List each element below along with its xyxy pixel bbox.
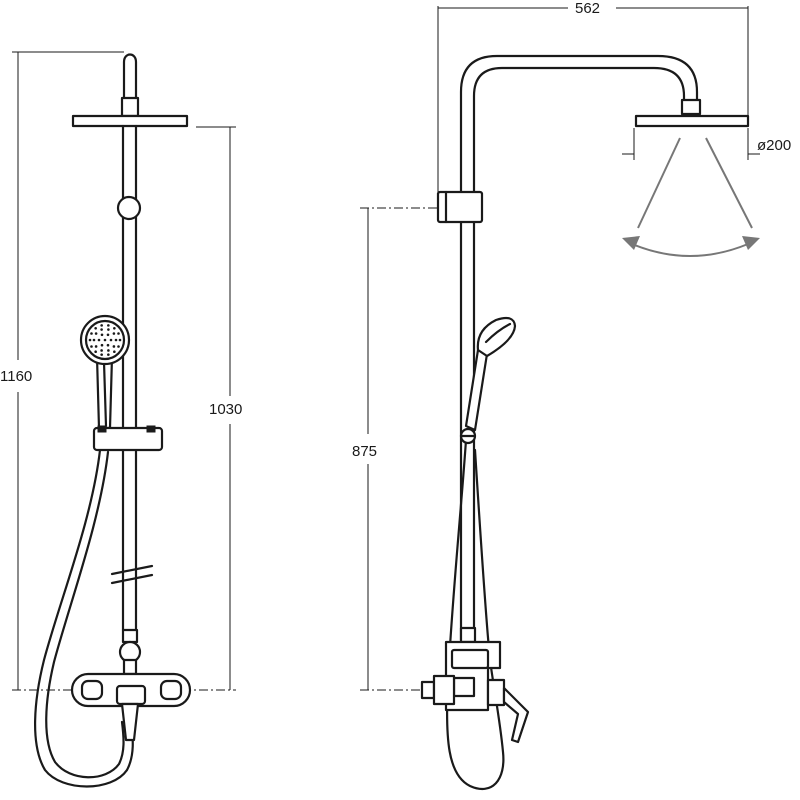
mixer-side [420,640,530,744]
mixer-wall-nut-left [80,679,104,701]
mixer-side-coupling [452,676,476,698]
lower-connector-side [459,626,477,644]
wall-inlet [420,680,436,700]
nozzle-dot [107,353,110,356]
head-connector [680,98,702,116]
hand-shower-slider [92,426,164,452]
lower-pipe-connector [121,628,139,644]
nozzle-dot [100,353,103,356]
dimension-label-1160: 1160 [0,368,32,385]
nozzle-dot [100,349,103,352]
nozzle-dot [100,328,103,331]
nozzle-dot [90,345,93,348]
shower-arm-outer [459,54,699,642]
nozzle-dot [88,338,92,342]
rain-shower-head [71,114,189,128]
dimension-label-1030: 1030 [209,401,242,418]
nozzle-dot [109,338,113,342]
hand-shower-side [464,316,517,432]
riser-arm [122,53,138,100]
nozzle-dot [107,324,110,327]
nozzle-dot [112,345,116,348]
dimension-1030: 1030 [196,126,242,690]
break-line-lower [110,573,154,585]
diverter-neck [122,658,138,676]
mixer-side-cartridge [486,678,506,707]
nozzle-dot [118,338,122,342]
nozzle-dot [94,345,98,348]
nozzle-dot [103,338,107,342]
dimension-label-875: 875 [352,443,377,460]
nozzle-dot [92,338,96,342]
nozzle-dot [90,332,93,335]
pipe-ring-connector [116,195,142,221]
shower-hose-inner [45,450,125,779]
nozzle-dot [113,350,116,354]
wall-bracket-upper [436,190,484,224]
dimension-562: 562 [437,0,749,192]
mixer-cartridge [115,684,147,706]
nozzle-dot [94,350,97,354]
nozzle-dot [117,345,120,348]
mixer-side-diverter [450,648,490,670]
dimension-1160: 1160 [0,51,236,691]
nozzle-dot [100,343,104,347]
hand-shower [79,314,131,430]
tilt-indicator [622,137,760,257]
rain-shower-head-side [634,114,750,128]
mixer-wall-nut-right [159,679,183,701]
slider-knob-right [146,425,156,433]
arm-connector [120,96,140,118]
shower-hose [34,448,134,788]
shower-arm-inner [472,66,686,642]
dimension-label-562: 562 [575,0,600,17]
nozzle-dot [112,332,116,335]
dimension-diameter: ø200 [622,128,791,160]
hand-shower-nozzles [88,324,122,356]
nozzle-dot [107,328,110,331]
nozzle-dot [114,338,118,342]
nozzle-dot [106,343,110,347]
side-view: 562 875 ø200 [352,0,791,791]
hand-shower-side-face [484,322,512,344]
nozzle-dot [94,326,97,330]
nozzle-dot [106,333,110,337]
slider-knob-left [97,425,107,433]
hand-shower-side-handle [464,348,489,432]
dimension-875: 875 [352,207,448,691]
nozzle-dot [97,338,101,342]
hand-shower-handle-line [102,360,108,428]
mixer-side-lever [502,686,530,744]
nozzle-dot [117,332,120,335]
front-view: 1160 1030 [0,51,242,788]
nozzle-dot [113,326,116,330]
nozzle-dot [107,349,110,352]
nozzle-dot [100,324,103,327]
dimension-label-diameter: ø200 [757,137,791,154]
mixer-lever [120,702,140,742]
eccentric-fitting [432,674,456,706]
shower-hose-side [445,438,505,791]
hand-shower-face [84,319,126,361]
nozzle-dot [100,333,104,337]
break-line-upper [110,564,154,576]
nozzle-dot [94,332,98,335]
